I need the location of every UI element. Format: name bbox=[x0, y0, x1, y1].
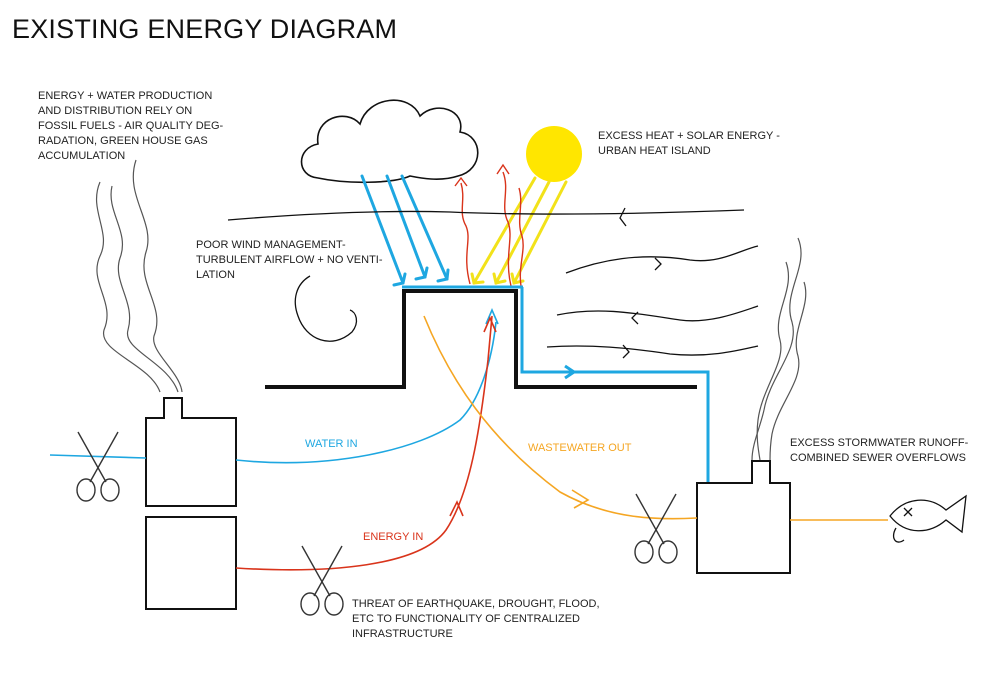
label-wastewater-out: WASTEWATER OUT bbox=[528, 442, 632, 454]
heat-waves bbox=[454, 163, 524, 287]
smoke-plume-left bbox=[95, 159, 183, 393]
diagram-title: EXISTING ENERGY DIAGRAM bbox=[12, 14, 398, 44]
sun-icon bbox=[526, 126, 582, 182]
scissors-icon bbox=[76, 431, 120, 502]
note-wind: POOR WIND MANAGEMENT- TURBULENT AIRFLOW … bbox=[196, 239, 383, 281]
note-heat-island: EXCESS HEAT + SOLAR ENERGY - URBAN HEAT … bbox=[598, 130, 780, 157]
smoke-plume-right bbox=[751, 237, 807, 461]
fish-icon bbox=[889, 494, 967, 543]
cloud-icon bbox=[300, 99, 479, 184]
scissors-icon bbox=[634, 493, 678, 564]
note-threat: THREAT OF EARTHQUAKE, DROUGHT, FLOOD, ET… bbox=[352, 598, 600, 640]
energy-in-line bbox=[235, 315, 497, 571]
note-fossil-fuels: ENERGY + WATER PRODUCTION AND DISTRIBUTI… bbox=[38, 90, 224, 162]
treatment-plant-icon bbox=[696, 460, 791, 574]
rain-arrows bbox=[360, 174, 450, 287]
wind-lines bbox=[227, 207, 759, 359]
sunlight-arrows bbox=[470, 176, 568, 285]
label-water-in: WATER IN bbox=[305, 438, 358, 450]
wastewater-out-line bbox=[423, 315, 888, 521]
stormwater-runoff bbox=[520, 287, 710, 483]
water-plant-icon bbox=[145, 397, 237, 507]
note-stormwater: EXCESS STORMWATER RUNOFF- COMBINED SEWER… bbox=[790, 437, 969, 464]
label-energy-in: ENERGY IN bbox=[363, 531, 424, 543]
scissors-icon bbox=[300, 545, 344, 616]
building-outline bbox=[265, 289, 697, 389]
power-plant-icon bbox=[145, 516, 237, 610]
